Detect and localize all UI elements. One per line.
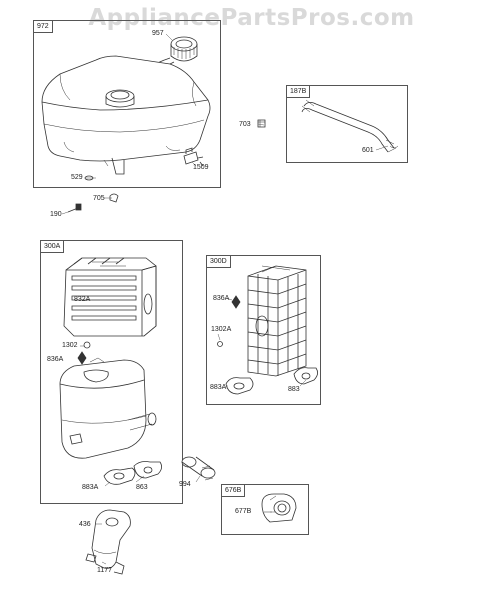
clip-705 — [110, 194, 118, 202]
group-tag-676b: 676B — [222, 485, 246, 497]
label-994: 994 — [179, 481, 191, 488]
label-436: 436 — [79, 521, 91, 528]
group-300a: 300A — [40, 240, 183, 504]
group-tag-187b: 187B — [287, 86, 311, 98]
gasket-863-left — [134, 462, 162, 479]
gasket-883a-right — [226, 378, 253, 394]
group-tag-300a: 300A — [41, 241, 65, 253]
label-705: 705 — [93, 195, 105, 202]
label-883a-right: 883A — [210, 384, 227, 391]
label-836a-right: 836A — [213, 295, 230, 302]
leader-lines — [62, 34, 388, 564]
group-676b: 676B — [221, 484, 309, 535]
label-883a-left: 883A — [82, 484, 99, 491]
label-836a-left: 836A — [47, 356, 64, 363]
nut-1302a — [218, 342, 223, 347]
screw-836a-left — [78, 352, 86, 364]
exhaust-sleeve-994 — [182, 457, 215, 480]
bracket-677b — [262, 494, 296, 522]
group-tag-972: 972 — [34, 21, 53, 33]
group-187b: 187B — [286, 85, 408, 163]
label-190: 190 — [50, 211, 62, 218]
exhaust-manifold-436 — [92, 510, 130, 574]
label-957: 957 — [152, 30, 164, 37]
group-300d: 300D — [206, 255, 321, 405]
group-972: 972 — [33, 20, 221, 188]
label-1302a: 1302A — [211, 326, 232, 333]
label-601: 601 — [362, 147, 374, 154]
muffler-guard-832a — [64, 258, 156, 336]
label-883-right: 883 — [288, 386, 300, 393]
label-1302: 1302 — [62, 342, 78, 349]
nut-1302 — [84, 342, 90, 348]
label-703: 703 — [239, 121, 251, 128]
label-677b: 677B — [235, 508, 252, 515]
label-832a: 832A — [74, 296, 91, 303]
fuel-line-601 — [302, 100, 398, 152]
watermark: AppliancePartsPros.com — [88, 5, 415, 31]
gasket-1177 — [86, 554, 96, 562]
muffler-body — [60, 358, 156, 458]
label-863-left: 863 — [136, 484, 148, 491]
screw-836a-right — [232, 296, 240, 308]
label-1509: 1509 — [193, 164, 209, 171]
fuel-tank-972 — [42, 56, 210, 174]
clamp-703 — [258, 120, 265, 127]
muffler-cage-300d — [248, 266, 306, 376]
gasket-883-right — [294, 368, 318, 384]
group-tag-300d: 300D — [207, 256, 231, 268]
label-1177: 1177 — [97, 567, 113, 574]
screw-190 — [68, 204, 81, 212]
gasket-883a-left — [104, 468, 135, 484]
label-529: 529 — [71, 174, 83, 181]
fuel-valve-1509 — [184, 148, 203, 166]
